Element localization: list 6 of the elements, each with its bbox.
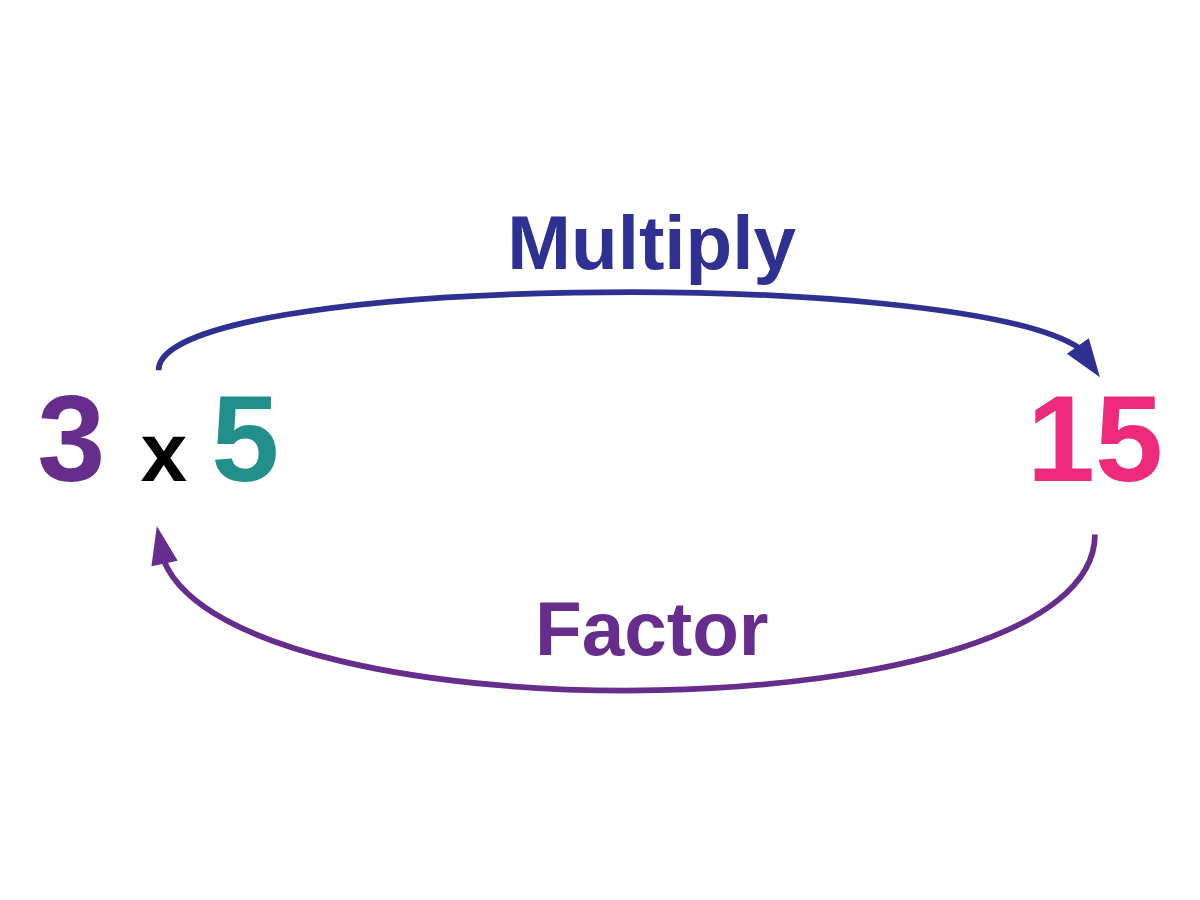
edge-label: Multiply	[507, 199, 796, 285]
arrow	[151, 525, 1098, 693]
node-text: 3 x 5	[37, 369, 280, 507]
arrow	[156, 289, 1100, 377]
edge-label: Factor	[535, 585, 769, 671]
node-text: 15	[1027, 369, 1164, 507]
